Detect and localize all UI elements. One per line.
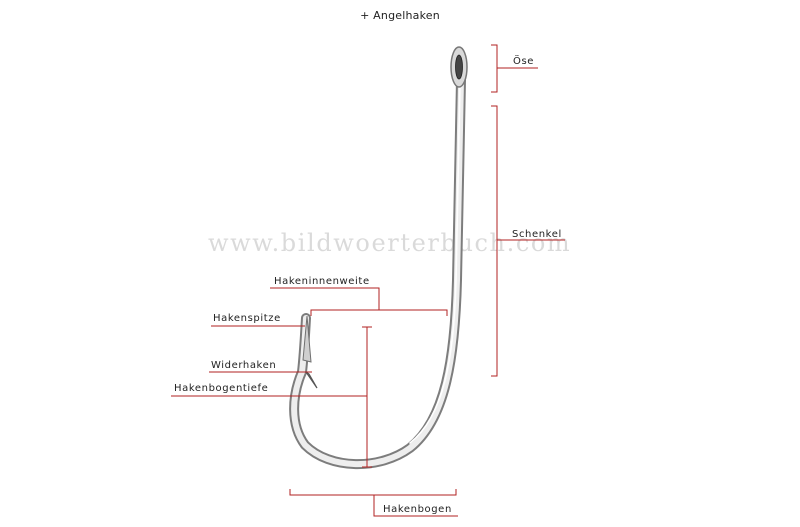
leader-lines [171,44,565,517]
label-oese: Öse [513,56,535,67]
hakenbogen-leader [373,495,458,517]
label-hakenbogentiefe: Hakenbogentiefe [174,383,269,394]
label-hakeninnenweite: Hakeninnenweite [274,276,370,287]
hook-point [302,315,312,363]
hook-barb [305,371,318,389]
hakenbogentiefe-bracket [362,326,372,468]
hook-highlight [291,77,464,468]
hook-shine [409,81,461,444]
label-schenkel: Schenkel [512,229,562,240]
fishing-hook [289,46,468,470]
schenkel-bracket [491,105,498,377]
hook-eye-inner [455,54,463,80]
label-hakenbogen: Hakenbogen [383,504,452,515]
hakenbogen-bracket [289,489,457,496]
hakeninnenweite-leader [270,287,380,310]
hakeninnenweite-bracket [310,309,448,316]
watermark: www.bildwoerterbuch.com [208,229,572,257]
label-widerhaken: Widerhaken [211,360,277,371]
diagram-title: + Angelhaken [360,9,440,22]
label-hakenspitze: Hakenspitze [213,313,281,324]
oese-bracket [491,44,498,93]
